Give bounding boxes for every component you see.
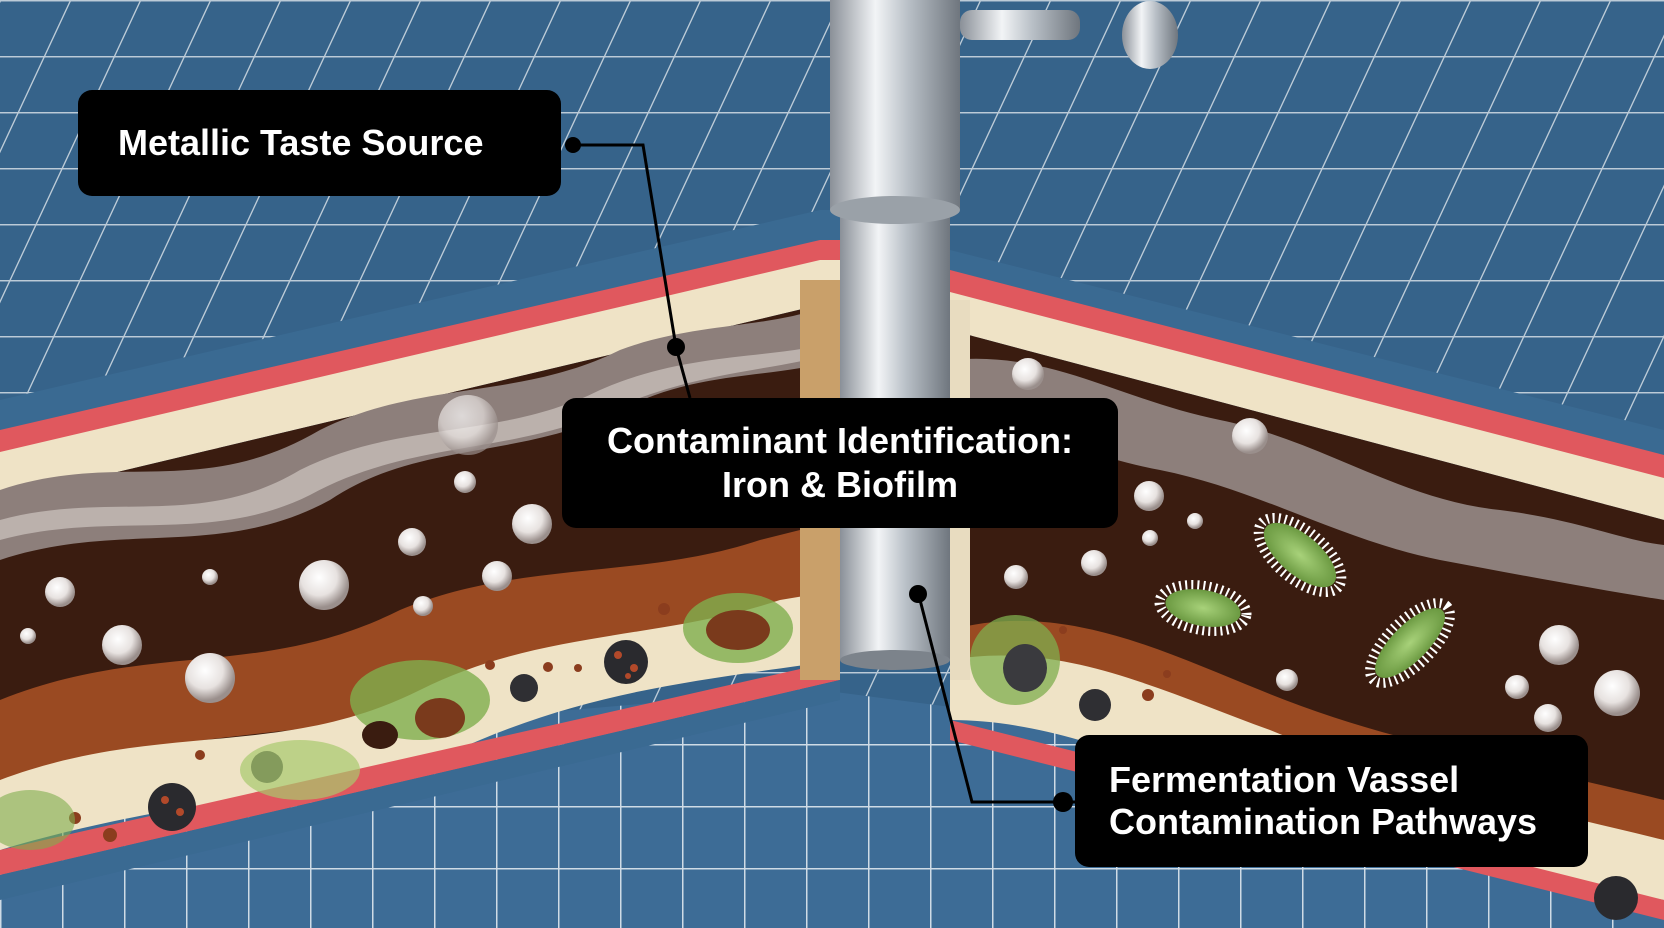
callout-contaminant-line1: Contaminant Identification: [607, 420, 1073, 461]
callout-metallic-taste-source: Metallic Taste Source [78, 90, 561, 196]
callout-contaminant-identification: Contaminant Identification: Iron & Biofi… [562, 398, 1118, 528]
callout-metallic-label: Metallic Taste Source [118, 122, 484, 163]
leader-dot-metallic-start [565, 137, 581, 153]
callout-fermentation-pathways: Fermentation Vassel Contamination Pathwa… [1075, 735, 1588, 867]
leader-dot-fermentation-end [1053, 792, 1073, 812]
leader-lines [565, 137, 1075, 812]
biofilm-colonies [0, 593, 1060, 850]
callout-fermentation-line1: Fermentation Vassel [1109, 759, 1460, 800]
leader-line-fermentation [916, 591, 1075, 804]
bubbles [20, 358, 1640, 732]
callout-contaminant-line2: Iron & Biofilm [722, 464, 958, 505]
leader-dot-metallic-mid [667, 338, 685, 356]
leader-line-metallic [573, 143, 692, 399]
steel-pipe [830, 0, 1178, 670]
leader-dot-fermentation-start [909, 585, 927, 603]
iron-particles [69, 603, 1638, 920]
callout-fermentation-line2: Contamination Pathways [1109, 801, 1538, 842]
